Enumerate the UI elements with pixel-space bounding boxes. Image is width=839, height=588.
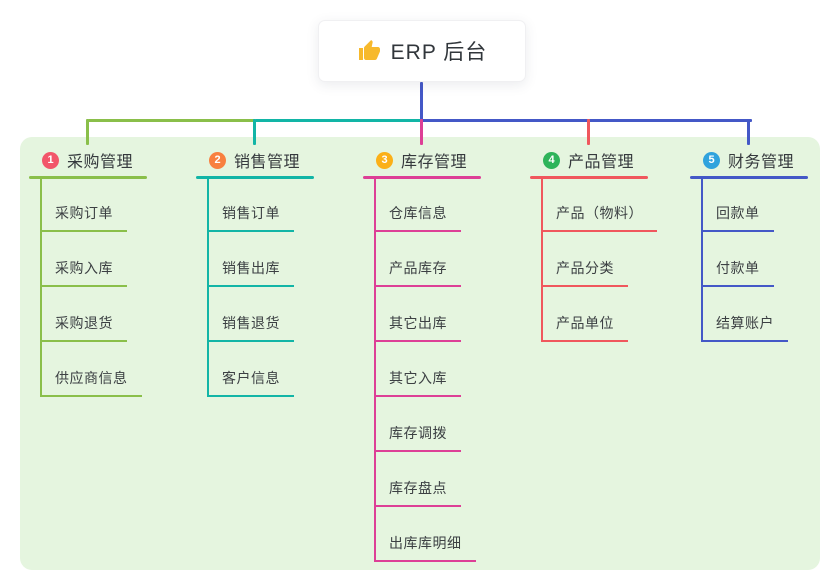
branch-underline: [29, 176, 147, 179]
child-node[interactable]: 供应商信息: [40, 369, 142, 397]
child-label: 供应商信息: [55, 370, 128, 386]
connector-line: [87, 119, 255, 122]
branch-node[interactable]: 1 采购管理: [42, 148, 133, 172]
branch-label: 销售管理: [234, 154, 301, 171]
connector-line: [420, 119, 423, 145]
branch-trunk-line: [701, 179, 703, 342]
branch-label: 采购管理: [67, 154, 134, 171]
child-label: 产品（物料）: [556, 205, 643, 221]
connector-line: [587, 119, 590, 145]
child-label: 仓库信息: [389, 205, 447, 221]
root-node[interactable]: ERP 后台: [318, 20, 526, 82]
child-node[interactable]: 产品（物料）: [541, 204, 657, 232]
child-node[interactable]: 销售退货: [207, 314, 294, 342]
child-node[interactable]: 客户信息: [207, 369, 294, 397]
branch-trunk-line: [541, 179, 543, 342]
branch-node[interactable]: 2 销售管理: [209, 148, 300, 172]
child-label: 产品库存: [389, 260, 447, 276]
child-node[interactable]: 产品库存: [374, 259, 461, 287]
child-node[interactable]: 库存调拨: [374, 424, 461, 452]
branch-node[interactable]: 4 产品管理: [543, 148, 634, 172]
child-label: 其它入库: [389, 370, 447, 386]
connector-line: [253, 119, 256, 145]
child-label: 其它出库: [389, 315, 447, 331]
child-node[interactable]: 其它入库: [374, 369, 461, 397]
child-node[interactable]: 产品分类: [541, 259, 628, 287]
branch-underline: [196, 176, 314, 179]
connector-line: [421, 119, 752, 122]
branch-underline: [530, 176, 648, 179]
child-node[interactable]: 采购订单: [40, 204, 127, 232]
child-label: 销售出库: [222, 260, 280, 276]
child-node[interactable]: 其它出库: [374, 314, 461, 342]
child-label: 采购订单: [55, 205, 113, 221]
connector-line: [254, 119, 422, 122]
child-label: 销售退货: [222, 315, 280, 331]
branch-node[interactable]: 5 财务管理: [703, 148, 794, 172]
branch-underline: [690, 176, 808, 179]
branch-trunk-line: [374, 179, 376, 562]
branch-number-badge: 3: [376, 151, 393, 169]
child-node[interactable]: 产品单位: [541, 314, 628, 342]
child-label: 采购退货: [55, 315, 113, 331]
child-label: 出库库明细: [389, 535, 462, 551]
branch-label: 财务管理: [728, 154, 795, 171]
child-node[interactable]: 结算账户: [701, 314, 788, 342]
branch-number-badge: 2: [209, 151, 226, 169]
branch-number-badge: 1: [42, 151, 59, 169]
connector-line: [420, 82, 423, 122]
connector-line: [86, 119, 89, 145]
branch-node[interactable]: 3 库存管理: [376, 148, 467, 172]
child-node[interactable]: 仓库信息: [374, 204, 461, 232]
thumbs-up-icon: [358, 40, 380, 60]
branch-label: 产品管理: [568, 154, 635, 171]
child-label: 库存盘点: [389, 480, 447, 496]
child-label: 产品分类: [556, 260, 614, 276]
branch-trunk-line: [207, 179, 209, 397]
child-node[interactable]: 销售出库: [207, 259, 294, 287]
connector-line: [747, 119, 750, 145]
child-label: 付款单: [716, 260, 760, 276]
child-node[interactable]: 库存盘点: [374, 479, 461, 507]
child-label: 结算账户: [716, 315, 774, 331]
mindmap-panel: [20, 137, 820, 570]
child-node[interactable]: 付款单: [701, 259, 774, 287]
root-title: ERP 后台: [390, 41, 488, 64]
child-label: 采购入库: [55, 260, 113, 276]
child-label: 回款单: [716, 205, 760, 221]
child-node[interactable]: 销售订单: [207, 204, 294, 232]
child-node[interactable]: 采购入库: [40, 259, 127, 287]
branch-underline: [363, 176, 481, 179]
branch-trunk-line: [40, 179, 42, 397]
child-label: 客户信息: [222, 370, 280, 386]
child-node[interactable]: 采购退货: [40, 314, 127, 342]
branch-label: 库存管理: [401, 154, 468, 171]
child-node[interactable]: 回款单: [701, 204, 774, 232]
branch-number-badge: 4: [543, 151, 560, 169]
child-label: 销售订单: [222, 205, 280, 221]
child-label: 库存调拨: [389, 425, 447, 441]
child-node[interactable]: 出库库明细: [374, 534, 476, 562]
branch-number-badge: 5: [703, 151, 720, 169]
child-label: 产品单位: [556, 315, 614, 331]
